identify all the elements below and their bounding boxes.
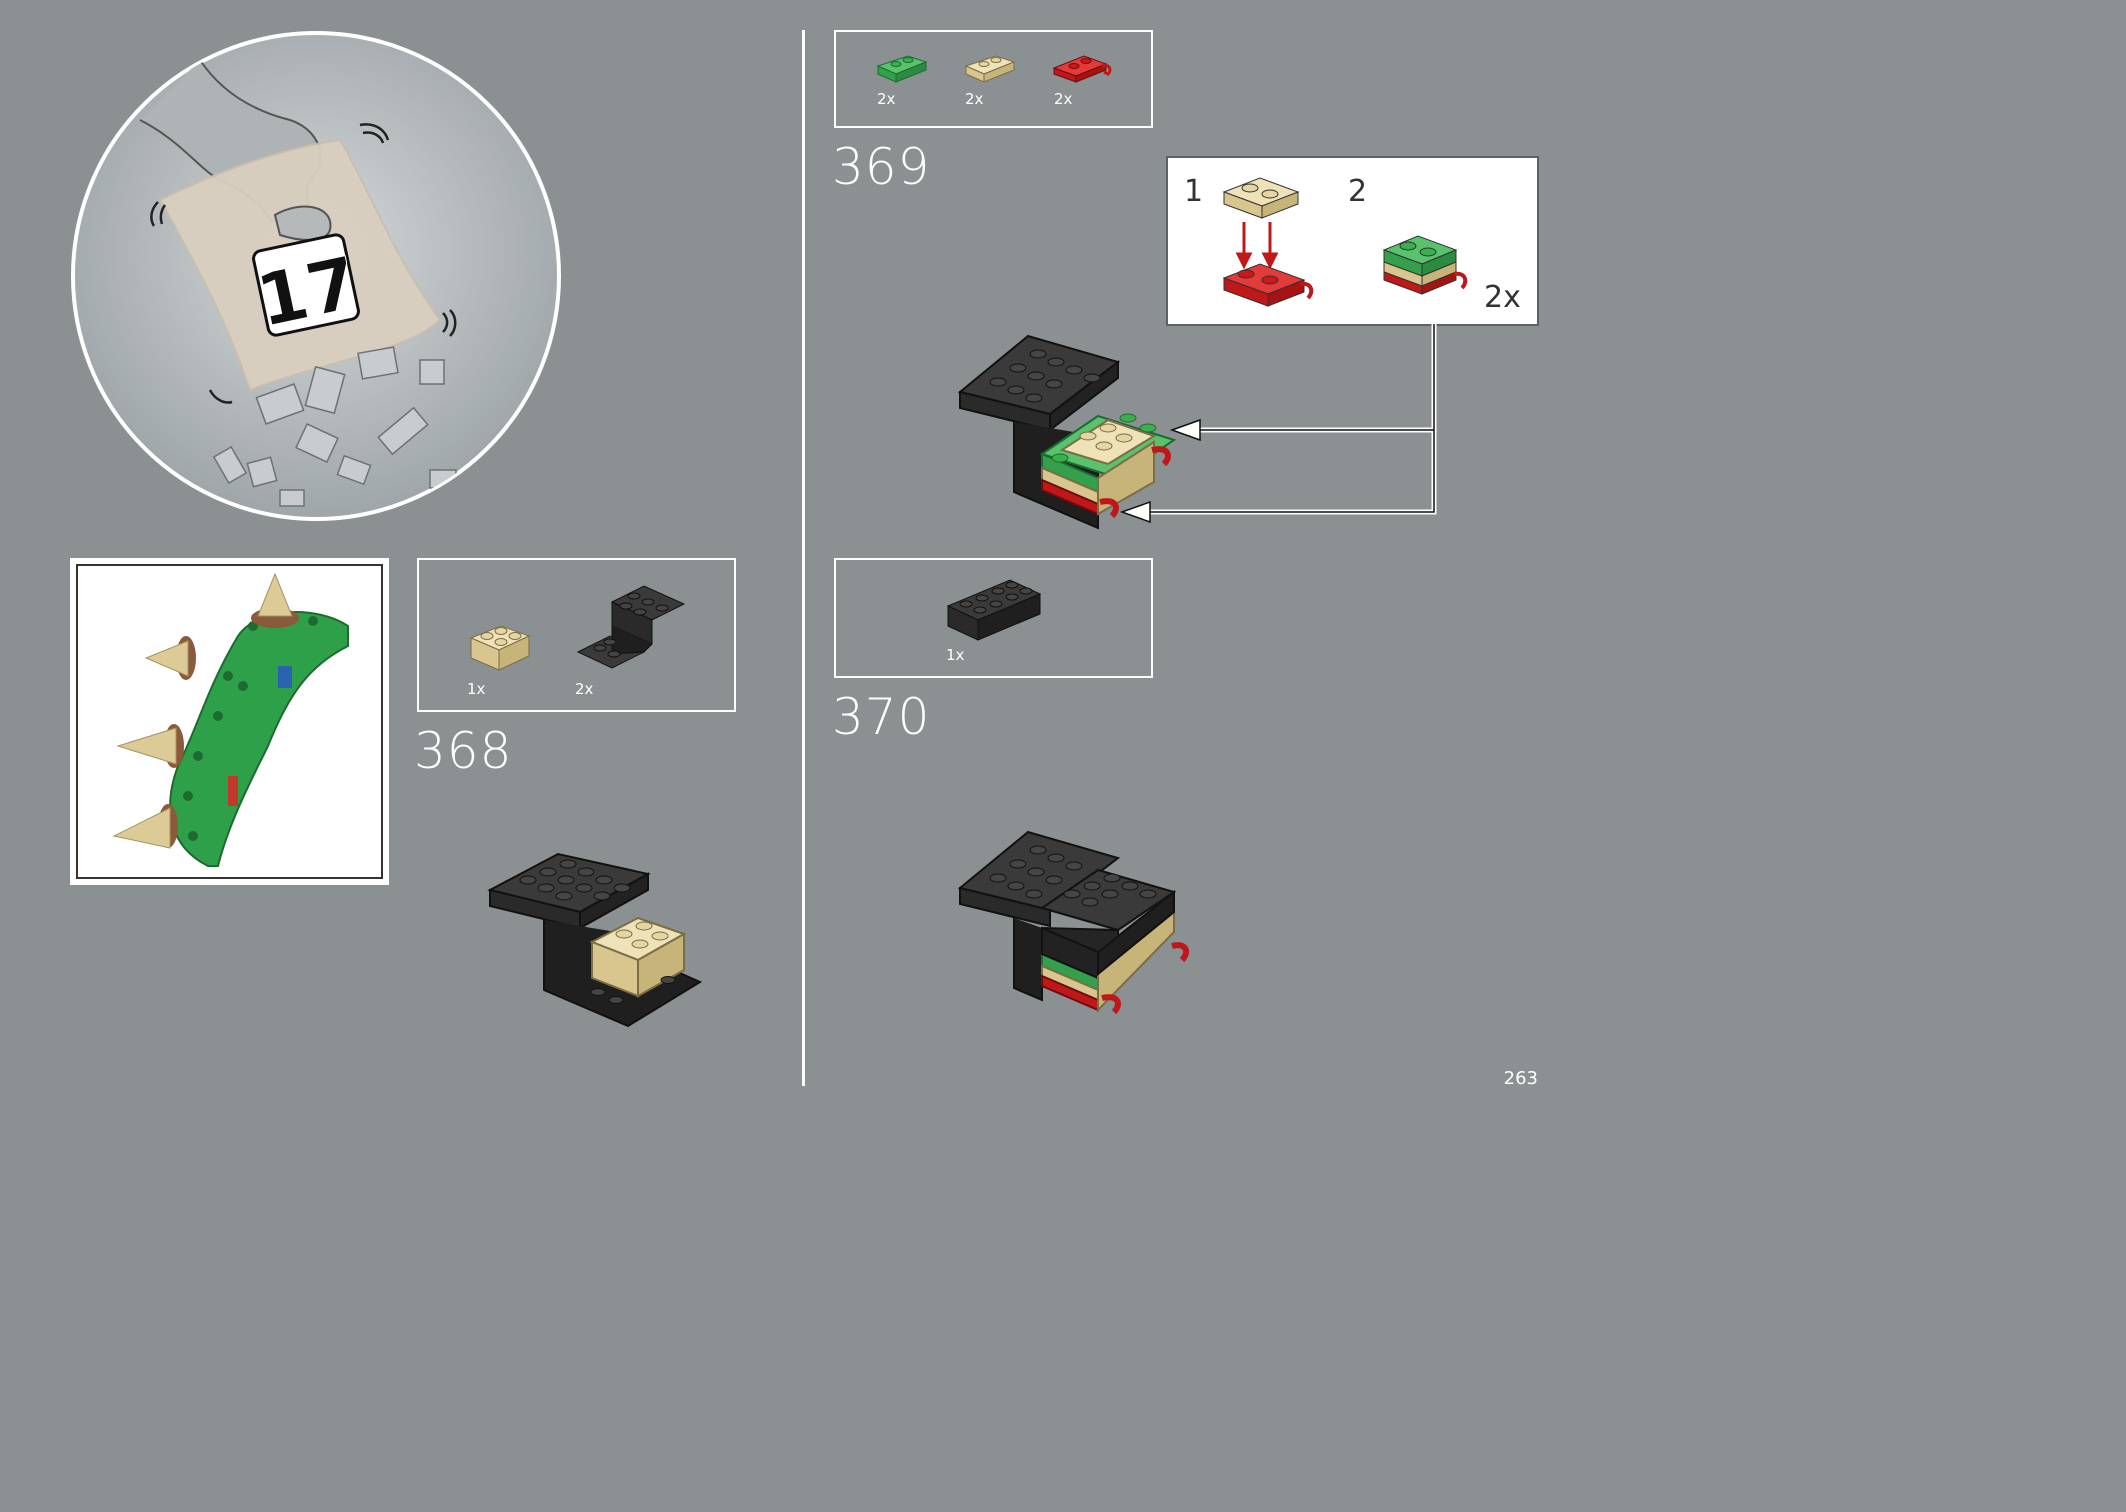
substep-2-number: 2 [1348, 174, 1368, 209]
step-number-370: 370 [832, 688, 931, 746]
instruction-page: 17 [70, 30, 1539, 1089]
part-qty: 2x [877, 90, 896, 108]
step-number-369: 369 [832, 138, 931, 196]
page-divider [802, 30, 805, 1086]
parts-box-370: 1x [834, 558, 1153, 678]
build-step-368-model [487, 852, 703, 1028]
build-step-369-model [957, 334, 1177, 530]
callout-connector-arrows [1119, 324, 1437, 524]
build-step-370-model [957, 830, 1190, 1015]
part-qty: 1x [467, 680, 486, 698]
subassembly-callout: 1 2 2x [1166, 156, 1539, 326]
part-qty: 2x [575, 680, 594, 698]
green-plate-1x2-icon [876, 55, 928, 83]
substep-1-illustration [1222, 177, 1314, 307]
bag-number: 17 [250, 240, 365, 343]
parts-box-368: 1x 2x [417, 558, 736, 712]
green-spiked-model-icon [112, 572, 349, 867]
red-clip-plate-icon [1052, 55, 1112, 83]
page-number: 263 [1503, 1068, 1538, 1089]
black-bracket-icon [576, 585, 686, 669]
tan-plate-1x2-icon [964, 55, 1016, 83]
step-number-368: 368 [414, 722, 513, 780]
black-brick-2x4-icon [946, 579, 1042, 641]
bag-opening-illustration: 17 [71, 31, 561, 521]
part-qty: 2x [1054, 90, 1073, 108]
substep-2-illustration [1382, 235, 1468, 295]
subassembly-multiplier: 2x [1484, 280, 1521, 315]
parts-box-369: 2x 2x 2x [834, 30, 1153, 128]
substep-1-number: 1 [1184, 174, 1204, 209]
part-qty: 2x [965, 90, 984, 108]
model-preview [70, 558, 389, 885]
tan-brick-2x2-icon [469, 625, 531, 671]
part-qty: 1x [946, 646, 965, 664]
